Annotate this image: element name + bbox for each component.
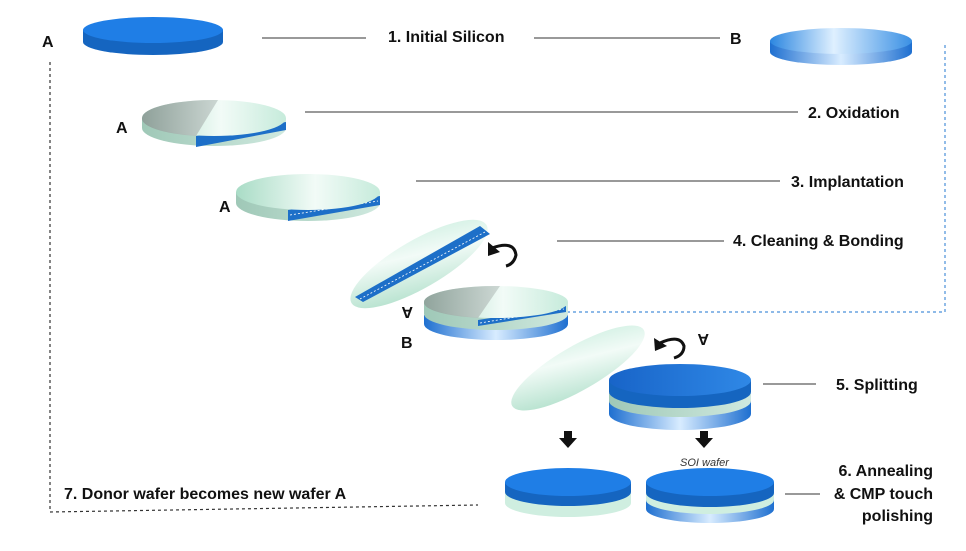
step-3-label: 3. Implantation [791,174,904,191]
step-6-line-1: 6. Annealing [838,463,933,480]
step-5-label: 5. Splitting [836,377,918,394]
step-1-label: 1. Initial Silicon [388,29,504,46]
soi-wafer-final [646,468,774,523]
wafer-b-label: B [730,31,742,48]
wafer-a-label: A [42,34,54,51]
wafer-a-label-step-2: A [116,120,128,137]
step-4-label: 4. Cleaning & Bonding [733,233,904,250]
wafer-a-flipped-label-step-5: A [697,330,709,347]
wafer-implanted [236,174,380,221]
wafer-b-path [566,45,946,313]
wafer-a-label-step-3: A [219,199,231,216]
wafer-a-initial [83,17,223,55]
step-2-label: 2. Oxidation [808,105,900,122]
step-7-label: 7. Donor wafer becomes new wafer A [64,486,347,503]
wafer-a-tilted [350,219,490,309]
step-6-line-2: & CMP touch [834,486,933,503]
soi-wafer-label: SOI wafer [680,457,730,469]
soi-stack-splitting [609,364,751,430]
wafer-a-flipped-label-step-4: A [401,303,413,320]
wafer-b-label-step-4: B [401,335,413,352]
wafer-oxidized [141,99,286,147]
down-arrow-left [559,431,577,448]
down-arrow-right [695,431,713,448]
wafer-b-bonded [423,285,568,340]
donor-wafer-final [505,468,631,517]
wafer-b-initial [770,28,912,65]
wafer-a-split-off [511,325,645,411]
step-6-line-3: polishing [862,508,933,525]
flip-arrow-step-4 [488,242,518,268]
wafer-a-return-path [49,62,479,513]
flip-arrow-step-5 [654,337,686,360]
